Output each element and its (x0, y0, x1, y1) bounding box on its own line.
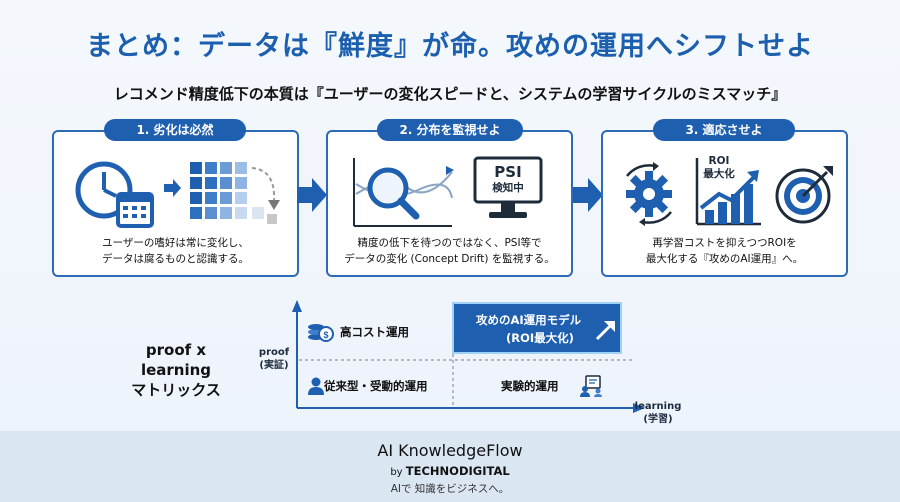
footer (0, 431, 900, 502)
quadrant-top-right-line-2: (ROI最大化) (506, 331, 574, 345)
roi-label: ROI 最大化 (699, 155, 739, 181)
matrix-title: proof x learning マトリックス (111, 340, 241, 400)
step-2-line-1: 精度の低下を待つのではなく、PSI等で (357, 237, 542, 249)
step-3-line-2: 最大化する『攻めのAI運用』へ。 (645, 253, 804, 265)
experiment-icon (580, 375, 602, 397)
footer-by-label: by (390, 467, 403, 478)
roi-label-line-1: ROI (708, 155, 730, 167)
clock-calendar-icon (75, 161, 154, 228)
footer-tagline: AIで 知識をビジネスへ。 (390, 483, 510, 495)
step-1-line-2: データは腐るものと認識する。 (102, 253, 249, 265)
small-arrow-icon (164, 179, 181, 197)
step-3-label: 3. 適応させよ (653, 119, 795, 141)
magnifier-chart-icon (353, 158, 454, 227)
y-axis-label: proof (実証) (254, 346, 294, 372)
step-card-2: PSI 検知中 精度の低下を待つのではなく、PSI等で データの変化 (Conc… (326, 130, 573, 277)
data-decay-grid-icon (190, 162, 280, 224)
detecting-label: 検知中 (492, 182, 524, 194)
step-arrow-1-icon (297, 178, 327, 212)
step-2-label: 2. 分布を監視せよ (377, 119, 523, 141)
step-1-description: ユーザーの嗜好は常に変化し、 データは腐るものと認識する。 (54, 235, 297, 267)
step-2-line-2: データの変化 (Concept Drift) を監視する。 (344, 253, 555, 265)
step-card-1: ユーザーの嗜好は常に変化し、 データは腐るものと認識する。 (52, 130, 299, 277)
step-card-3: ROI 最大化 再学習コストを抑えつつROIを 最大化する『攻めのAI運用』へ。 (601, 130, 848, 277)
footer-company-name: TECHNODIGITAL (405, 464, 510, 478)
matrix-title-line-2: マトリックス (131, 381, 221, 399)
growth-chart-icon (695, 158, 761, 226)
step-3-line-1: 再学習コストを抑えつつROIを (652, 237, 797, 249)
x-axis-line-1: learning (634, 401, 682, 412)
footer-brand: AI KnowledgeFlow (377, 441, 523, 460)
quadrant-bottom-left: 従来型・受動的運用 (324, 379, 428, 393)
quadrant-top-right-line-1: 攻めのAI運用モデル (476, 313, 582, 327)
step-1-line-1: ユーザーの嗜好は常に変化し、 (102, 237, 249, 249)
person-icon (308, 377, 324, 395)
svg-text:$: $ (323, 330, 328, 340)
quadrant-top-right: 攻めのAI運用モデル (ROI最大化) (452, 302, 622, 354)
step-2-description: 精度の低下を待つのではなく、PSI等で データの変化 (Concept Drif… (328, 235, 571, 267)
y-axis-line-2: (実証) (259, 360, 289, 371)
gear-cycle-icon (626, 162, 672, 226)
up-right-arrow-icon (595, 321, 615, 341)
page-title: まとめ：データは『鮮度』が命。攻めの運用へシフトせよ (86, 31, 814, 62)
step-arrow-2-icon (573, 178, 603, 212)
page-subtitle: レコメンド精度低下の本質は『ユーザーの変化スピードと、システムの学習サイクルのミ… (113, 85, 787, 103)
psi-label: PSI (494, 163, 522, 181)
x-axis-label: learning (学習) (628, 400, 688, 426)
quadrant-top-left: 高コスト運用 (340, 325, 409, 339)
psi-monitor-text: PSI 検知中 (475, 164, 541, 195)
step-1-label: 1. 劣化は必然 (104, 119, 246, 141)
y-axis-line-1: proof (258, 347, 290, 358)
monitor-icon (473, 156, 543, 218)
coins-icon: $ (308, 324, 334, 342)
roi-label-line-2: 最大化 (703, 168, 735, 180)
target-icon (775, 166, 833, 224)
footer-company: by TECHNODIGITAL (0, 464, 900, 478)
x-axis-line-2: (学習) (643, 414, 673, 425)
matrix-title-line-1: proof x learning (140, 341, 212, 379)
quadrant-bottom-right: 実験的運用 (501, 379, 559, 393)
step-3-description: 再学習コストを抑えつつROIを 最大化する『攻めのAI運用』へ。 (603, 235, 846, 267)
matrix-axes (292, 300, 645, 413)
